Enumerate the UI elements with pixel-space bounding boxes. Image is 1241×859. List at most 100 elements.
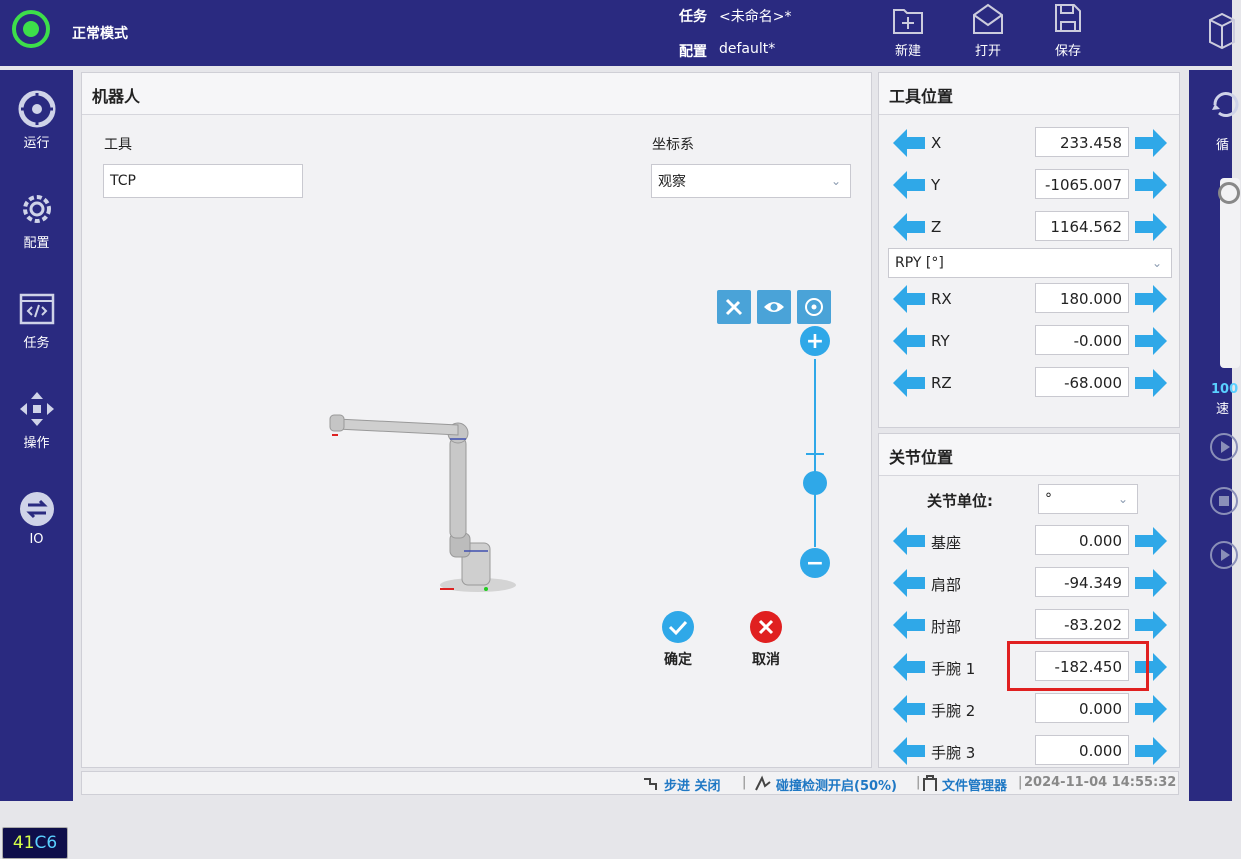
increase-arrow-icon[interactable] (1135, 568, 1167, 598)
joint-row-wrist1: 手腕 1 -182.450 (879, 650, 1179, 684)
tool-rz-value[interactable]: -68.000 (1035, 367, 1129, 397)
increase-arrow-icon[interactable] (1135, 610, 1167, 640)
chevron-down-icon: ⌄ (1151, 256, 1163, 270)
sidebar-item-config[interactable]: 配置 (0, 190, 73, 251)
status-bar: 步进 关闭 | 碰撞检测开启(50%) | 文件管理器 | 2024-11-04… (81, 771, 1179, 795)
joint-shoulder-value[interactable]: -94.349 (1035, 567, 1129, 597)
collision-status[interactable]: 碰撞检测开启(50%) (776, 779, 897, 794)
decrease-arrow-icon[interactable] (893, 652, 925, 682)
chevron-down-icon: ⌄ (830, 174, 842, 188)
tool-z-label: Z (931, 218, 942, 236)
eye-view-button[interactable] (757, 290, 791, 324)
decrease-arrow-icon[interactable] (893, 610, 925, 640)
orbit-view-button[interactable] (797, 290, 831, 324)
package-icon[interactable] (1208, 12, 1235, 52)
tool-rz-label: RZ (931, 374, 952, 392)
sidebar-item-task[interactable]: 任务 (0, 290, 73, 351)
zoom-slider-tick (806, 453, 824, 455)
stop-icon[interactable] (1209, 486, 1239, 516)
decrease-arrow-icon[interactable] (893, 170, 925, 200)
tool-row-x: X 233.458 (879, 126, 1179, 160)
increase-arrow-icon[interactable] (1135, 128, 1167, 158)
joint-elbow-value[interactable]: -83.202 (1035, 609, 1129, 639)
increase-arrow-icon[interactable] (1135, 284, 1167, 314)
speed-slider-track[interactable] (1220, 178, 1240, 368)
open-button[interactable]: 打开 (958, 2, 1018, 62)
play-icon[interactable] (1209, 432, 1239, 462)
timestamp: 2024-11-04 14:55:32 (1024, 775, 1177, 790)
frame-select[interactable]: 观察 ⌄ (651, 164, 851, 198)
rotation-format-select[interactable]: RPY [°] ⌄ (888, 248, 1172, 278)
speed-slider-handle[interactable] (1218, 182, 1240, 204)
tool-x-value[interactable]: 233.458 (1035, 127, 1129, 157)
tool-view-button[interactable] (717, 290, 751, 324)
increase-arrow-icon[interactable] (1135, 212, 1167, 242)
orbit-icon (805, 298, 823, 316)
separator: | (916, 775, 921, 790)
frame-value: 观察 (658, 174, 686, 190)
joint-position-title: 关节位置 (879, 434, 1179, 476)
sidebar-item-label: 运行 (23, 136, 50, 151)
increase-arrow-icon[interactable] (1135, 694, 1167, 724)
zoom-out-button[interactable]: − (800, 548, 830, 578)
increase-arrow-icon[interactable] (1135, 526, 1167, 556)
joint-base-value[interactable]: 0.000 (1035, 525, 1129, 555)
tool-row-ry: RY -0.000 (879, 324, 1179, 358)
separator: | (742, 775, 747, 790)
confirm-label: 确定 (664, 652, 692, 668)
step-status[interactable]: 步进 关闭 (664, 779, 721, 794)
file-manager-icon (923, 775, 937, 791)
config-label: 配置 (679, 44, 707, 60)
joint-wrist3-value[interactable]: 0.000 (1035, 735, 1129, 765)
decrease-arrow-icon[interactable] (893, 128, 925, 158)
confirm-button[interactable]: 确定 (658, 611, 698, 669)
joint-wrist2-value[interactable]: 0.000 (1035, 693, 1129, 723)
sidebar-item-run[interactable]: 运行 (0, 90, 73, 151)
decrease-arrow-icon[interactable] (893, 526, 925, 556)
decrease-arrow-icon[interactable] (893, 736, 925, 766)
file-manager-link[interactable]: 文件管理器 (942, 779, 1008, 794)
tool-field[interactable]: TCP (103, 164, 303, 198)
tool-y-label: Y (931, 176, 941, 194)
check-icon (662, 611, 694, 643)
zoom-in-button[interactable]: + (800, 326, 830, 356)
cancel-button[interactable]: 取消 (746, 611, 786, 669)
zoom-slider-handle[interactable] (803, 471, 827, 495)
increase-arrow-icon[interactable] (1135, 736, 1167, 766)
sidebar-item-io[interactable]: IO (0, 490, 73, 547)
new-file-icon (893, 9, 923, 34)
sidebar-item-label: 配置 (23, 236, 50, 251)
decrease-arrow-icon[interactable] (893, 368, 925, 398)
save-button[interactable]: 保存 (1038, 2, 1098, 62)
sidebar-item-operate[interactable]: 操作 (0, 390, 73, 451)
step-play-icon[interactable] (1209, 540, 1239, 570)
increase-arrow-icon[interactable] (1135, 326, 1167, 356)
tool-ry-value[interactable]: -0.000 (1035, 325, 1129, 355)
increase-arrow-icon[interactable] (1135, 368, 1167, 398)
joint-wrist1-value[interactable]: -182.450 (1035, 651, 1129, 681)
tool-x-label: X (931, 134, 942, 152)
increase-arrow-icon[interactable] (1135, 652, 1167, 682)
tool-label: 工具 (104, 137, 132, 153)
increase-arrow-icon[interactable] (1135, 170, 1167, 200)
tool-ry-label: RY (931, 332, 950, 350)
joint-base-label: 基座 (931, 534, 962, 552)
new-button[interactable]: 新建 (878, 2, 938, 62)
status-indicator-icon[interactable] (12, 10, 50, 48)
joint-elbow-label: 肘部 (931, 618, 962, 636)
loop-icon[interactable] (1211, 90, 1241, 120)
speed-label: 速 (1216, 402, 1230, 417)
decrease-arrow-icon[interactable] (893, 284, 925, 314)
decrease-arrow-icon[interactable] (893, 212, 925, 242)
step-icon (644, 778, 657, 790)
tool-z-value[interactable]: 1164.562 (1035, 211, 1129, 241)
decrease-arrow-icon[interactable] (893, 694, 925, 724)
robot-panel: 机器人 工具 TCP 坐标系 观察 ⌄ + − 确定 取消 (81, 72, 872, 768)
tool-y-value[interactable]: -1065.007 (1035, 169, 1129, 199)
decrease-arrow-icon[interactable] (893, 326, 925, 356)
decrease-arrow-icon[interactable] (893, 568, 925, 598)
tool-rx-value[interactable]: 180.000 (1035, 283, 1129, 313)
joint-unit-select[interactable]: ° ⌄ (1038, 484, 1138, 514)
